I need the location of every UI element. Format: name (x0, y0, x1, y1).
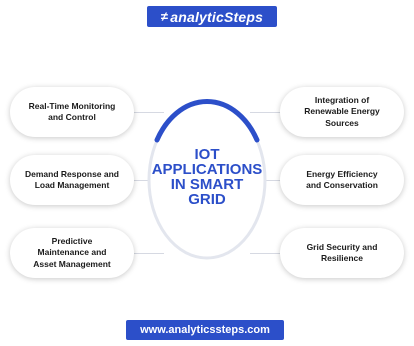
brand-logo: ≠ analyticSteps (147, 6, 277, 27)
card-grid-security: Grid Security and Resilience (280, 228, 404, 278)
card-label: Energy Efficiency and Conservation (306, 168, 378, 190)
footer-url[interactable]: www.analyticssteps.com (126, 320, 284, 340)
logo-mark-icon: ≠ (160, 9, 169, 24)
center-title: IOT APPLICATIONS IN SMART GRID (151, 146, 263, 208)
card-label: Real-Time Monitoring and Control (28, 100, 116, 122)
connector-right-2 (264, 180, 280, 181)
card-renewable-integration: Integration of Renewable Energy Sources (280, 87, 404, 137)
logo-text: analyticSteps (170, 8, 264, 25)
connector-left-1 (134, 112, 164, 113)
connector-left-3 (134, 253, 164, 254)
card-label: Grid Security and Resilience (306, 241, 378, 263)
connector-right-3 (250, 253, 280, 254)
connector-right-1 (250, 112, 280, 113)
card-demand-response: Demand Response and Load Management (10, 155, 134, 205)
center-hub: IOT APPLICATIONS IN SMART GRID (143, 95, 271, 265)
card-label: Predictive Maintenance and Asset Managem… (33, 236, 111, 269)
center-ring-graphic (147, 99, 267, 260)
card-real-time-monitoring: Real-Time Monitoring and Control (10, 87, 134, 137)
card-label: Demand Response and Load Management (25, 168, 119, 190)
card-predictive-maintenance: Predictive Maintenance and Asset Managem… (10, 228, 134, 278)
card-energy-efficiency: Energy Efficiency and Conservation (280, 155, 404, 205)
card-label: Integration of Renewable Energy Sources (304, 95, 380, 128)
connector-left-2 (134, 180, 150, 181)
